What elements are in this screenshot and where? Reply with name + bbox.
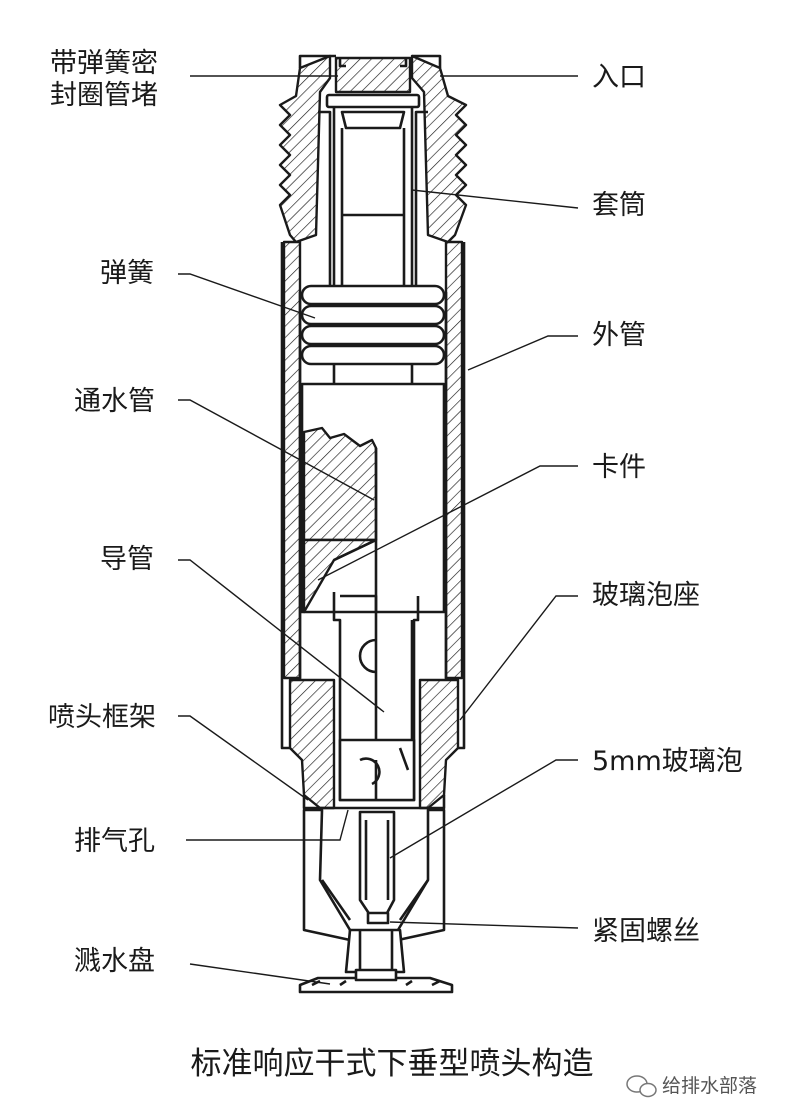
set-screw bbox=[344, 928, 406, 974]
leader-lines bbox=[178, 75, 579, 985]
leader-bulb-seat bbox=[459, 595, 578, 721]
label-sleeve: 套筒 bbox=[592, 190, 646, 221]
leader-bulb bbox=[389, 759, 578, 859]
watermark: 给排水部落 bbox=[626, 1075, 757, 1098]
label-bulb-seat: 玻璃泡座 bbox=[592, 580, 700, 611]
spring-seal-plug bbox=[325, 56, 421, 109]
glass-bulb bbox=[358, 810, 396, 925]
inlet-fitting bbox=[278, 54, 468, 244]
leader-outer-tube bbox=[467, 335, 578, 371]
leader-water-tube bbox=[178, 399, 375, 501]
sprinkler-drawing bbox=[278, 54, 468, 994]
label-spring: 弹簧 bbox=[100, 258, 154, 289]
leader-set-screw bbox=[389, 921, 579, 929]
component-labels: 带弹簧密 封圈管堵 入口 套筒 弹簧 外管 通水管 卡件 导管 玻璃泡座 喷头框… bbox=[48, 48, 743, 977]
label-outer-tube: 外管 bbox=[592, 320, 646, 351]
label-plug-line1: 带弹簧密 bbox=[50, 48, 158, 79]
label-bulb: 5mm玻璃泡 bbox=[592, 746, 743, 777]
bulb-seat bbox=[338, 738, 416, 802]
label-water-tube: 通水管 bbox=[74, 386, 155, 417]
leader-clip bbox=[317, 465, 578, 581]
label-vent: 排气孔 bbox=[74, 826, 155, 857]
deflector-plate bbox=[298, 968, 454, 994]
leader-guide-tube bbox=[178, 559, 385, 713]
sleeve bbox=[318, 107, 428, 292]
leader-deflector bbox=[189, 963, 331, 985]
label-frame: 喷头框架 bbox=[48, 702, 156, 733]
label-inlet: 入口 bbox=[592, 62, 646, 93]
wechat-bubble-icon bbox=[626, 1075, 657, 1098]
leader-spring bbox=[178, 273, 316, 319]
leader-frame bbox=[178, 715, 309, 801]
watermark-text: 给排水部落 bbox=[662, 1075, 757, 1097]
outer-tube bbox=[280, 240, 466, 680]
spring bbox=[300, 284, 446, 384]
leader-sleeve bbox=[411, 189, 579, 209]
label-deflector: 溅水盘 bbox=[74, 946, 155, 977]
label-plug-line2: 封圈管堵 bbox=[50, 80, 158, 111]
label-set-screw: 紧固螺丝 bbox=[592, 916, 700, 947]
leader-vent bbox=[186, 809, 349, 841]
water-tube bbox=[300, 382, 446, 614]
diagram-caption: 标准响应干式下垂型喷头构造 bbox=[191, 1046, 594, 1082]
label-clip: 卡件 bbox=[592, 452, 646, 483]
label-guide-tube: 导管 bbox=[100, 544, 154, 575]
sprinkler-frame bbox=[280, 678, 466, 810]
